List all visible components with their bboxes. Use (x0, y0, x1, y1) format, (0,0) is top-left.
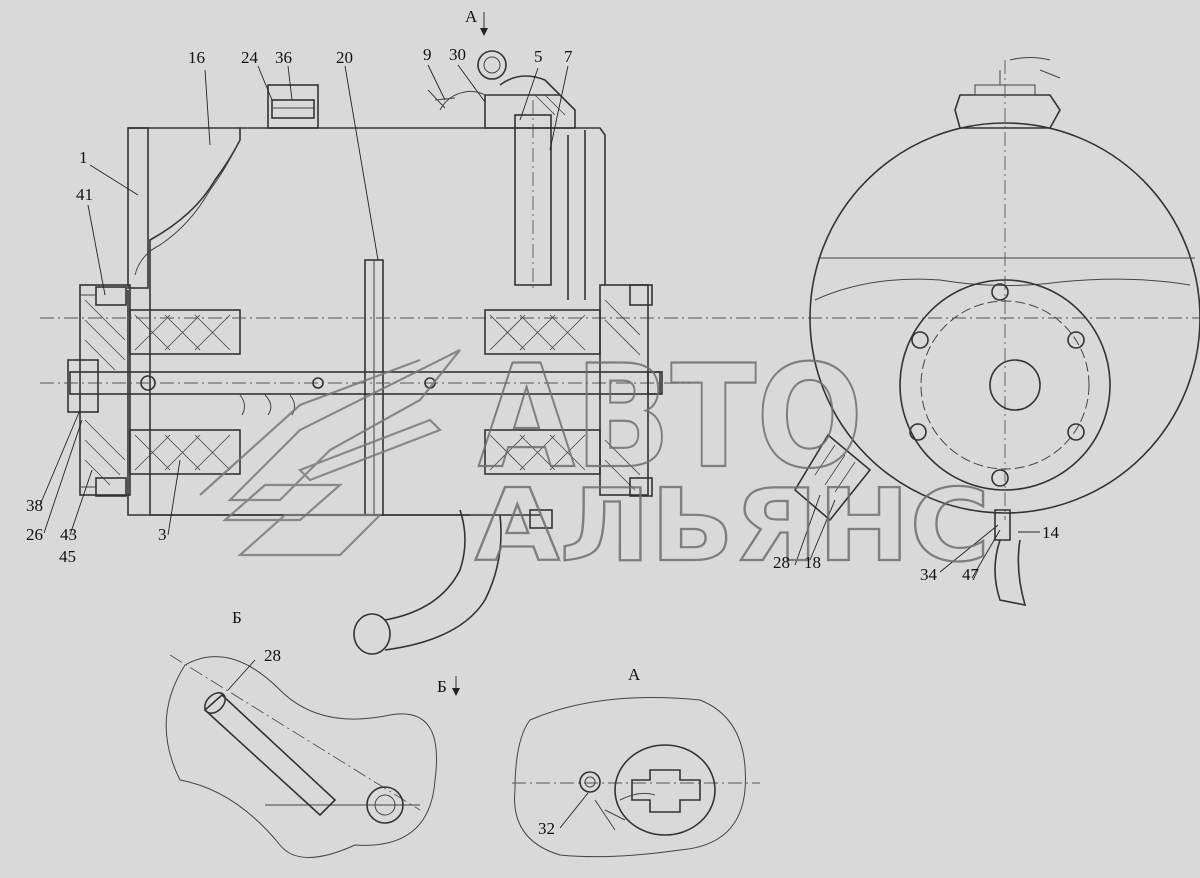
callout-26: 26 (26, 525, 43, 544)
main-assembly (40, 50, 1200, 655)
callout-41: 41 (76, 185, 93, 204)
side-view (793, 57, 1200, 607)
callout-38: 38 (26, 496, 43, 515)
callout-7: 7 (564, 47, 573, 66)
callout-1: 1 (79, 148, 88, 167)
leader-lines (39, 12, 1040, 829)
callout-28: 28 (773, 553, 790, 572)
callout-30: 30 (449, 45, 466, 64)
callout-32: 32 (538, 819, 555, 838)
callout-36: 36 (275, 48, 292, 67)
detail-view-a (512, 697, 760, 858)
view-b-label: Б (232, 608, 242, 627)
callout-45: 45 (59, 547, 76, 566)
callout-43: 43 (60, 525, 77, 544)
watermark-line1: АВТО (478, 335, 863, 500)
callout-9: 9 (423, 45, 432, 64)
callout-5: 5 (534, 47, 543, 66)
callout-14: 14 (1042, 523, 1060, 542)
detail-view-b (165, 654, 437, 858)
callout-labels: 16 24 36 20 9 30 5 7 A 1 41 38 26 43 45 … (26, 7, 1060, 838)
callout-24: 24 (241, 48, 259, 67)
view-a-label: A (628, 665, 641, 684)
callout-16: 16 (188, 48, 205, 67)
callout-28-detail: 28 (264, 646, 281, 665)
callout-3: 3 (158, 525, 167, 544)
watermark-line2: АЛЬЯНС (475, 467, 990, 584)
view-a-top: A (465, 7, 478, 26)
callout-18: 18 (804, 553, 821, 572)
callout-34: 34 (920, 565, 938, 584)
callout-20: 20 (336, 48, 353, 67)
callout-47: 47 (962, 565, 980, 584)
watermark-logo: АВТО АЛЬЯНС (199, 334, 991, 585)
view-b-arrow: Б (437, 677, 447, 696)
